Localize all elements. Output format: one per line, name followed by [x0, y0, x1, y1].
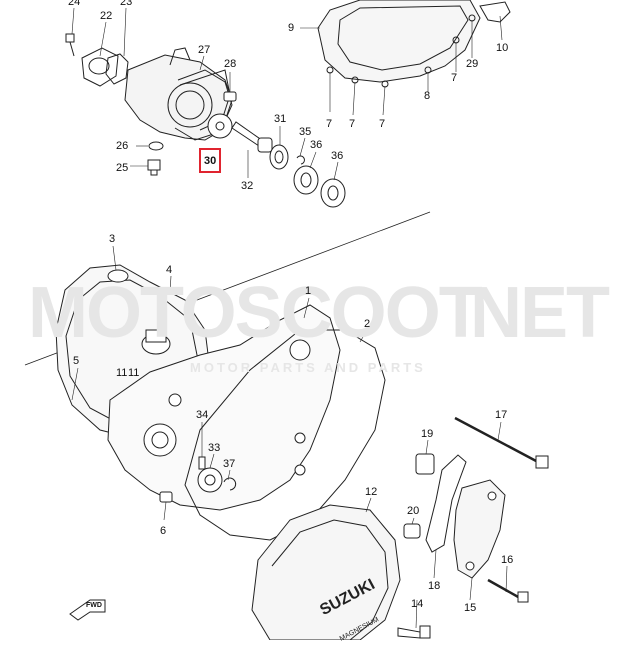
- leader-lines-top: [71, 7, 503, 181]
- part-label-14: 14: [411, 598, 424, 610]
- pin-34: [198, 456, 206, 470]
- part-label-28: 28: [224, 58, 237, 70]
- bearing-36a: [293, 165, 319, 195]
- part-label-27: 27: [198, 44, 211, 56]
- bolt-14: [397, 625, 431, 639]
- watermark-tagline: MOTOR PARTS AND PARTS: [190, 360, 426, 375]
- pump-shaft-32: [231, 121, 273, 153]
- watermark-suffix: NET: [470, 273, 610, 353]
- part-label-16: 16: [501, 554, 514, 566]
- part-label-6: 6: [160, 525, 167, 537]
- gasket-27: [174, 69, 233, 141]
- gasket-23: [105, 53, 129, 85]
- part-label-25: 25: [116, 162, 129, 174]
- part-label-36b: 36: [331, 150, 344, 162]
- bolt-24: [65, 33, 75, 57]
- gasket-2: [184, 329, 386, 541]
- oil-plug-3: [107, 269, 129, 283]
- part-label-30-highlighted: 30: [199, 148, 222, 173]
- part-label-23: 23: [120, 0, 133, 8]
- part-label-36a: 36: [310, 139, 323, 151]
- washer-26: [148, 141, 164, 151]
- part-label-7a: 7: [326, 118, 333, 130]
- part-label-8: 8: [424, 90, 431, 102]
- magneto-cover-12: [251, 504, 401, 640]
- part-label-19: 19: [421, 428, 434, 440]
- part-label-5: 5: [73, 355, 80, 367]
- fwd-label: FWD: [86, 602, 102, 609]
- part-label-35: 35: [299, 126, 312, 138]
- part-label-24: 24: [68, 0, 81, 8]
- part-label-31: 31: [274, 113, 287, 125]
- part-label-9: 9: [288, 22, 295, 34]
- part-label-22: 22: [100, 10, 113, 22]
- drain-bolt-25: [147, 159, 161, 176]
- crankcase-1: [107, 304, 341, 511]
- part-label-7d: 7: [451, 72, 458, 84]
- clutch-cover-top: [317, 0, 511, 88]
- dowel-6: [159, 491, 173, 503]
- clip-37: [223, 477, 237, 491]
- part-label-11b: 11: [128, 367, 140, 379]
- part-label-12: 12: [365, 486, 378, 498]
- part-label-17: 17: [495, 409, 508, 421]
- hose-fitting-22: [81, 47, 119, 87]
- part-label-1: 1: [305, 285, 312, 297]
- gear-33: [197, 467, 223, 493]
- part-label-33: 33: [208, 442, 221, 454]
- long-bolt-17: [454, 416, 549, 469]
- part-label-11a: 11: [116, 367, 128, 379]
- part-label-3: 3: [109, 233, 116, 245]
- part-label-32: 32: [241, 180, 254, 192]
- watermark-brand: MOTOSCOOT: [28, 273, 483, 353]
- bracket-18: [425, 454, 467, 553]
- part-label-37: 37: [223, 458, 236, 470]
- sprocket-cover-15: [453, 479, 506, 579]
- part-label-18: 18: [428, 580, 441, 592]
- leader-lines-bottom: [71, 245, 508, 629]
- part-label-10: 10: [496, 42, 509, 54]
- mechanical-seal-31: [269, 144, 289, 170]
- bearing-36b: [320, 178, 346, 208]
- impeller-30: [207, 113, 233, 139]
- part-label-29: 29: [466, 58, 479, 70]
- clip-35: [296, 155, 305, 165]
- part-label-2: 2: [364, 318, 371, 330]
- part-label-4: 4: [166, 264, 173, 276]
- bolt-16: [487, 578, 529, 603]
- dowel-28: [223, 91, 237, 102]
- part-label-7c: 7: [379, 118, 386, 130]
- collar-19: [415, 453, 435, 475]
- part-label-26: 26: [116, 140, 129, 152]
- part-label-15: 15: [464, 602, 477, 614]
- part-label-34: 34: [196, 409, 209, 421]
- collar-20: [403, 523, 421, 539]
- part-label-20: 20: [407, 505, 420, 517]
- part-label-7b: 7: [349, 118, 356, 130]
- fwd-arrow: [69, 599, 106, 621]
